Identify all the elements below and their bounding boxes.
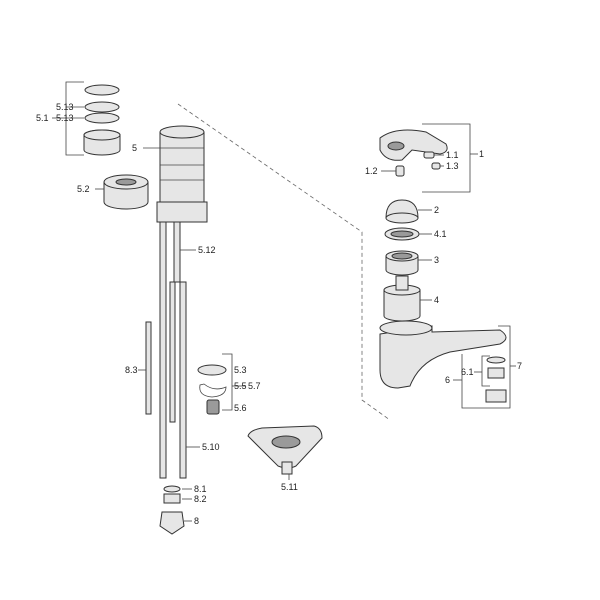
label-3: 3 [434, 255, 440, 265]
label-1-2: 1.2 [365, 166, 378, 176]
nut-5-6 [206, 399, 220, 415]
bracket-7 [461, 325, 511, 409]
aerator-seal-6-1 [486, 356, 506, 364]
assembly-guide-line [177, 103, 391, 421]
bracket-1 [422, 123, 471, 193]
label-8-3: 8.3 [125, 365, 138, 375]
cap-1-2 [395, 165, 405, 177]
label-1-3: 1.3 [446, 161, 459, 171]
label-5: 5 [132, 143, 138, 153]
o-ring-5-13-lower [84, 112, 120, 124]
label-5-6: 5.6 [234, 403, 247, 413]
label-6-1: 6.1 [461, 367, 474, 377]
label-5-10: 5.10 [202, 442, 220, 452]
screw-1-1 [423, 151, 435, 159]
label-5-2: 5.2 [77, 184, 90, 194]
spout-body-7 [379, 325, 507, 389]
supply-hose-inner [169, 281, 176, 423]
threaded-rod-8-3 [145, 321, 152, 415]
tube-5-12 [173, 221, 181, 283]
label-5-13-bottom: 5.13 [56, 113, 74, 123]
screw-1-3 [431, 162, 441, 170]
label-5-7: 5.7 [248, 381, 261, 391]
label-7: 7 [517, 361, 523, 371]
nut-8 [159, 511, 185, 535]
bracket-5-3 [222, 353, 233, 411]
label-1: 1 [479, 149, 485, 159]
label-4-1: 4.1 [434, 229, 447, 239]
bracket-6 [481, 355, 490, 387]
cartridge-body-5 [159, 131, 205, 203]
label-8: 8 [194, 516, 200, 526]
clip-5-5 [199, 383, 227, 398]
o-ring-5-13 [84, 101, 120, 113]
label-5-1: 5.1 [36, 113, 49, 123]
label-4: 4 [434, 295, 440, 305]
lever-handle-1 [379, 129, 448, 161]
aerator-screen [487, 367, 505, 379]
o-ring-5-13-top [84, 84, 120, 96]
clip-ring-5-3 [197, 364, 227, 376]
label-5-3: 5.3 [234, 365, 247, 375]
label-8-1: 8.1 [194, 484, 207, 494]
nut-8-2 [163, 493, 181, 504]
label-5-13-top: 5.13 [56, 102, 74, 112]
ring-5-2 [103, 181, 149, 210]
label-5-12: 5.12 [198, 245, 216, 255]
label-1-1: 1.1 [446, 150, 459, 160]
washer-8-1 [163, 485, 181, 493]
aerator-housing-6 [485, 389, 507, 403]
label-8-2: 8.2 [194, 494, 207, 504]
label-2: 2 [434, 205, 440, 215]
bracket-5-1 [65, 81, 84, 156]
label-5-11: 5.11 [281, 482, 298, 492]
supply-hose-left [159, 221, 167, 479]
label-6: 6 [445, 375, 451, 385]
cartridge-base [156, 201, 208, 223]
supply-hose-right [179, 281, 187, 479]
label-5-5: 5.5 [234, 381, 247, 391]
